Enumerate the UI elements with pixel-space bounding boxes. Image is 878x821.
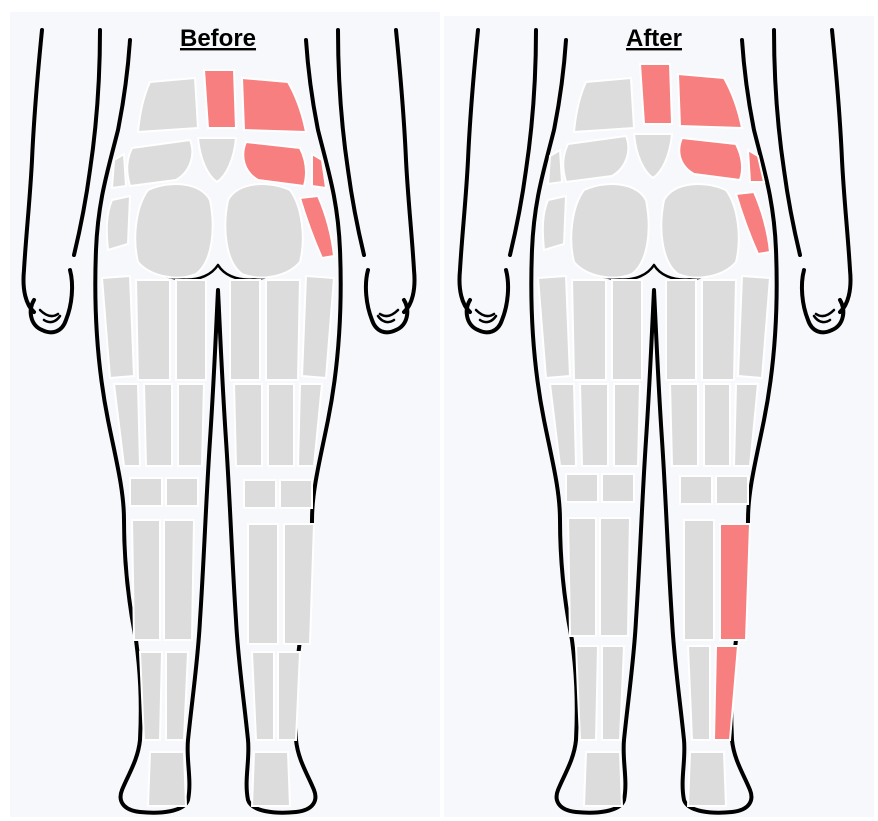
region-lower-thigh-left-1 [112,383,142,467]
region-upper-buttock-right [242,140,308,188]
region-calf-right-outer [719,523,752,641]
region-lower-back-right [240,76,308,134]
arms-outline [457,28,853,335]
region-lower-back-left [572,76,636,134]
region-calf-right-outer [283,523,316,645]
region-thigh-left-1 [536,274,572,380]
region-thigh-right-1 [229,279,261,381]
region-buttock-right [224,183,304,279]
region-lower-calf-right-outer [277,651,302,741]
region-knee-right-2 [279,479,313,509]
region-lower-calf-left-inner [138,651,164,741]
region-lower-thigh-right-2 [267,383,295,467]
region-knee-left-2 [165,477,199,507]
region-lower-thigh-right-1 [232,383,263,467]
region-lower-thigh-right-3 [732,383,760,467]
region-calf-left-outer [163,519,196,641]
region-calf-left-inner [566,517,597,637]
region-thigh-left-3 [611,279,643,381]
region-sacrum [632,133,674,180]
panel-title-after: After [626,25,682,52]
panel-after: After [457,25,853,815]
region-outer-hip-left [541,194,568,252]
region-heel-right [250,751,292,807]
region-hip-left-small [546,148,564,186]
panel-before: Before [21,25,417,815]
region-thigh-right-2 [265,279,302,381]
region-calf-left-inner [130,519,161,641]
region-lower-thigh-left-1 [548,383,578,467]
region-lower-thigh-right-2 [703,383,731,467]
region-thigh-left-2 [134,279,171,381]
region-thigh-left-2 [570,279,607,381]
region-buttock-right [660,183,740,279]
region-knee-left-1 [129,477,163,507]
region-lower-back-center [202,69,238,129]
region-outer-hip-left [105,194,132,252]
region-heel-right [686,751,728,807]
region-thigh-left-3 [175,279,207,381]
panel-title-before: Before [180,25,256,52]
region-upper-buttock-left [126,138,194,188]
region-heel-left [146,751,188,807]
region-knee-left-1 [565,473,599,503]
region-lower-calf-left-inner [574,645,600,741]
region-lower-thigh-left-3 [613,383,642,467]
region-lower-thigh-left-2 [142,383,173,467]
region-lower-back-left [136,76,200,134]
region-buttock-left [134,183,214,279]
region-lower-calf-right-inner [686,645,711,741]
region-heel-left [582,751,624,807]
region-sacrum [196,137,238,184]
region-thigh-right-3 [300,274,336,380]
region-lower-calf-right-inner [250,651,275,741]
region-calf-right-inner [247,523,279,645]
region-calf-right-inner [683,519,715,641]
region-thigh-right-2 [701,279,738,381]
region-lower-thigh-right-3 [296,383,324,467]
regions-before [100,69,336,807]
regions-after [536,63,772,807]
region-knee-left-2 [601,473,635,503]
region-lower-thigh-right-1 [668,383,699,467]
region-lower-calf-left-outer [165,651,190,741]
region-lower-calf-right-outer [712,645,740,741]
region-hip-right-small [746,148,766,183]
region-thigh-right-3 [736,274,772,380]
region-calf-left-outer [599,517,632,637]
region-lower-thigh-left-3 [177,383,206,467]
region-knee-right-2 [715,475,749,505]
region-knee-right-1 [679,475,713,505]
region-hip-right-small [311,152,328,190]
region-outer-hip-right [734,190,772,256]
region-upper-buttock-right [678,136,744,182]
region-upper-buttock-left [562,134,630,184]
region-thigh-left-1 [100,274,136,380]
region-thigh-right-1 [665,279,697,381]
region-hip-left-small [110,152,128,190]
body-silhouette [529,38,779,815]
region-lower-calf-left-outer [601,645,626,741]
arms-outline [21,28,417,335]
region-lower-back-center [638,63,674,125]
region-outer-hip-right [298,194,336,260]
body-silhouette [93,38,343,815]
region-lower-thigh-left-2 [578,383,609,467]
region-lower-back-right [676,72,744,130]
region-knee-right-1 [243,479,277,509]
region-buttock-left [570,183,650,279]
